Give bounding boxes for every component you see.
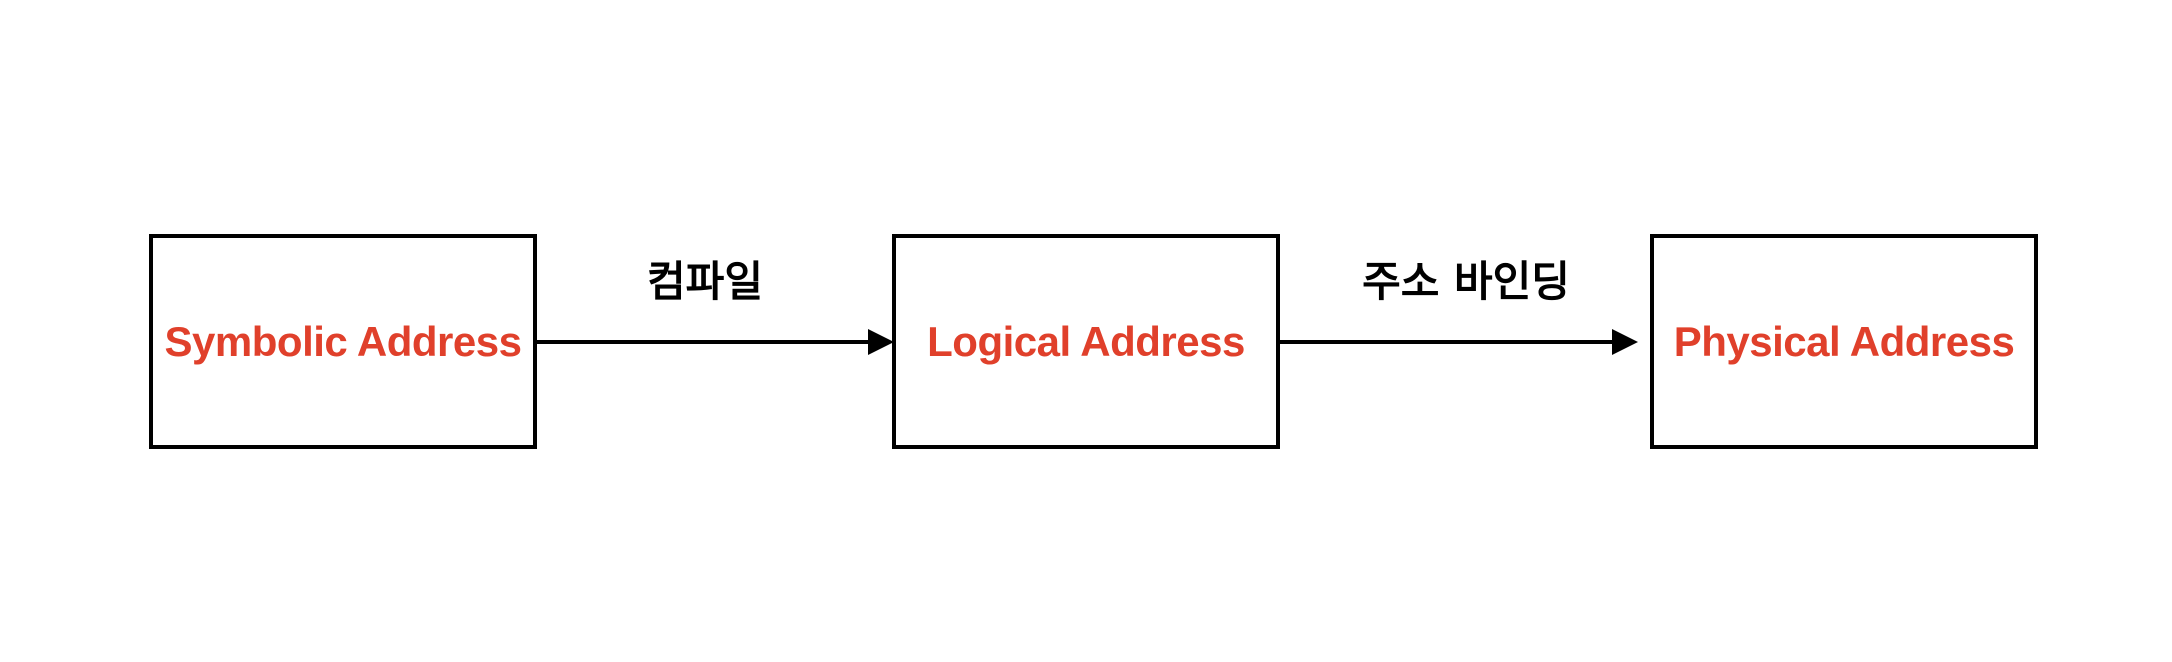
node-label: Symbolic Address bbox=[164, 317, 522, 365]
node-logical-address: Logical Address bbox=[892, 234, 1280, 449]
edge-logical-to-physical bbox=[1280, 329, 1638, 355]
edge-symbolic-to-logical bbox=[537, 329, 894, 355]
edge-label-compile: 컴파일 bbox=[647, 257, 763, 306]
node-physical-address: Physical Address bbox=[1650, 234, 2038, 449]
arrowhead-icon bbox=[1612, 329, 1638, 355]
node-label: Logical Address bbox=[927, 317, 1245, 365]
edge-label-address-binding: 주소 바인딩 bbox=[1362, 257, 1570, 306]
node-symbolic-address: Symbolic Address bbox=[149, 234, 537, 449]
node-label: Physical Address bbox=[1673, 317, 2015, 365]
arrowhead-icon bbox=[868, 329, 894, 355]
